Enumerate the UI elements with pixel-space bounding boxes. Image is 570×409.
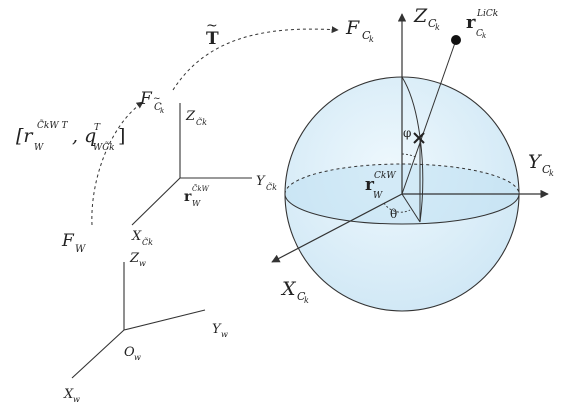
- pose-state-label: [r C̃kW T W , q T WC̃k ]: [16, 119, 125, 153]
- frame-w-title: F W: [61, 231, 86, 255]
- svg-text:C: C: [542, 163, 551, 176]
- svg-text:, q: , q: [72, 125, 96, 147]
- x-w-axis: [71, 329, 125, 379]
- svg-text:C̃k: C̃k: [266, 183, 277, 192]
- frame-ctilde-title: F C k ~: [139, 89, 164, 115]
- projection-cross: [413, 132, 425, 144]
- phi-label: φ: [403, 126, 411, 140]
- x-ck-label: X C k: [280, 278, 309, 305]
- camera-position-label: r CkW W: [365, 171, 396, 201]
- svg-text:r: r: [365, 175, 375, 195]
- svg-text:F: F: [345, 17, 360, 39]
- svg-text:WC̃k: WC̃k: [93, 141, 115, 153]
- svg-text:k: k: [549, 169, 554, 178]
- x-ctilde-label: X C̃k: [131, 229, 153, 247]
- svg-text:C̃kW: C̃kW: [192, 185, 210, 193]
- equator-back: [284, 163, 520, 195]
- svg-text:X: X: [280, 278, 297, 300]
- x-ck-axis: [271, 193, 403, 263]
- landmark-ray: [401, 39, 457, 195]
- landmark-vector-label: r LiCk C k: [466, 9, 498, 40]
- svg-text:O: O: [124, 345, 135, 360]
- y-ck-label: Y C k: [528, 151, 554, 178]
- svg-text:k: k: [304, 296, 309, 305]
- svg-text:w: w: [134, 353, 141, 362]
- svg-text:LiCk: LiCk: [476, 9, 498, 19]
- y-ctilde-label: Y C̃k: [256, 174, 277, 192]
- svg-text:W: W: [192, 199, 201, 208]
- svg-text:C̃kW T: C̃kW T: [37, 119, 68, 131]
- svg-text:]: ]: [118, 125, 125, 147]
- svg-text:Z: Z: [185, 109, 196, 124]
- origin-w-label: O w: [124, 345, 141, 362]
- svg-text:~: ~: [153, 94, 161, 104]
- z-ck-label: Z C k: [413, 5, 440, 32]
- theta-label: θ: [390, 207, 397, 221]
- svg-text:F: F: [61, 231, 75, 251]
- z-w-label: Z w: [129, 251, 146, 268]
- landmark-point: [451, 35, 461, 45]
- svg-text:w: w: [221, 330, 228, 339]
- x-w-label: X w: [63, 387, 80, 404]
- svg-text:C: C: [154, 102, 162, 113]
- svg-text:C: C: [428, 17, 437, 30]
- phi-arc: [401, 153, 417, 158]
- svg-text:Z: Z: [413, 5, 428, 27]
- svg-text:r: r: [184, 189, 192, 205]
- z-ctilde-label: Z C̃k: [185, 109, 207, 127]
- svg-text:W: W: [373, 191, 383, 201]
- svg-text:W: W: [75, 244, 86, 255]
- ctilde-position-label: r C̃kW W: [184, 185, 210, 208]
- svg-text:[r: [r: [16, 125, 34, 147]
- frame-ck-title: F C k: [345, 17, 374, 44]
- svg-text:w: w: [139, 259, 146, 268]
- transform-arc-left: [91, 101, 144, 226]
- svg-text:C: C: [297, 290, 306, 303]
- svg-text:X: X: [63, 387, 74, 402]
- svg-text:k: k: [369, 35, 374, 44]
- svg-text:Z: Z: [129, 251, 140, 266]
- svg-text:W: W: [34, 143, 44, 153]
- svg-text:C̃k: C̃k: [196, 118, 207, 127]
- svg-text:Y: Y: [256, 174, 266, 189]
- svg-text:C: C: [362, 29, 371, 42]
- t-tilde-accent: ~: [206, 18, 218, 34]
- svg-text:Y: Y: [212, 322, 222, 337]
- y-w-axis: [123, 309, 206, 331]
- svg-text:C: C: [476, 29, 483, 39]
- x-ctilde-axis: [131, 177, 181, 226]
- svg-text:T: T: [94, 123, 101, 133]
- svg-text:X: X: [131, 229, 142, 244]
- y-w-label: Y w: [212, 322, 228, 339]
- t-tilde-label: T: [206, 29, 219, 49]
- svg-text:k: k: [160, 107, 164, 115]
- svg-text:w: w: [73, 395, 80, 404]
- equator-front: [284, 193, 520, 225]
- svg-text:k: k: [435, 23, 440, 32]
- svg-text:F: F: [139, 89, 153, 109]
- svg-text:C̃k: C̃k: [142, 238, 153, 247]
- svg-text:Y: Y: [528, 151, 543, 173]
- transform-arc-top: [172, 26, 339, 91]
- svg-text:CkW: CkW: [374, 171, 396, 181]
- svg-text:r: r: [466, 12, 476, 33]
- radius-to-equator: [401, 193, 421, 223]
- svg-text:k: k: [482, 32, 486, 40]
